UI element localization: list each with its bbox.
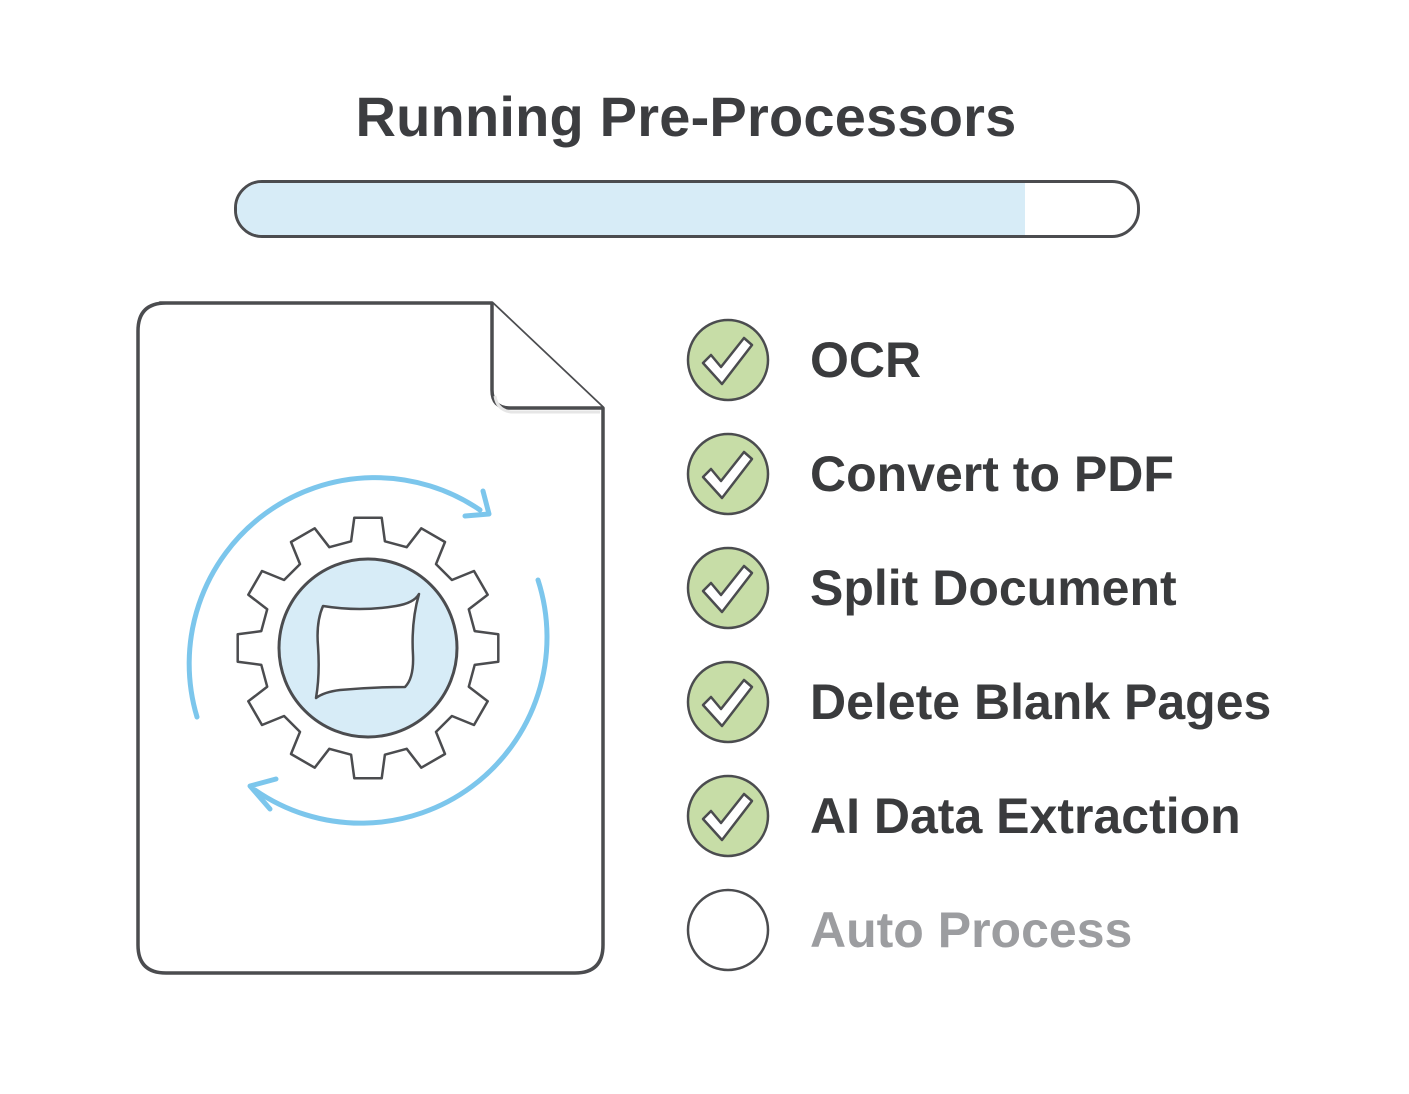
sync-arrows-icon xyxy=(186,475,550,826)
step-item-convert-to-pdf: Convert to PDF xyxy=(686,432,1386,546)
step-label: Split Document xyxy=(810,560,1177,616)
check-circle-icon xyxy=(686,432,770,516)
document-gear-icon xyxy=(136,301,605,975)
step-item-ai-data-extraction: AI Data Extraction xyxy=(686,774,1386,888)
step-label: Convert to PDF xyxy=(810,446,1174,502)
step-label: OCR xyxy=(810,332,922,388)
gear-icon xyxy=(236,516,500,780)
check-circle-icon xyxy=(686,318,770,402)
check-circle-icon xyxy=(686,546,770,630)
step-item-delete-blank-pages: Delete Blank Pages xyxy=(686,660,1386,774)
step-item-ocr: OCR xyxy=(686,318,1386,432)
page-glyph-icon xyxy=(314,592,421,700)
empty-circle-icon xyxy=(686,888,770,972)
step-item-auto-process: Auto Process xyxy=(686,888,1386,1002)
progress-bar-fill xyxy=(237,183,1025,235)
step-label: Delete Blank Pages xyxy=(810,674,1272,730)
step-label: AI Data Extraction xyxy=(810,788,1241,844)
step-item-split-document: Split Document xyxy=(686,546,1386,660)
page-title: Running Pre-Processors xyxy=(355,85,1017,148)
document-corner-fold xyxy=(490,303,603,410)
processor-steps-list: OCR Convert to PDF Split Document Delete… xyxy=(686,318,1386,1002)
step-label: Auto Process xyxy=(810,902,1133,958)
check-circle-icon xyxy=(686,660,770,744)
progress-bar xyxy=(234,180,1140,238)
check-circle-icon xyxy=(686,774,770,858)
